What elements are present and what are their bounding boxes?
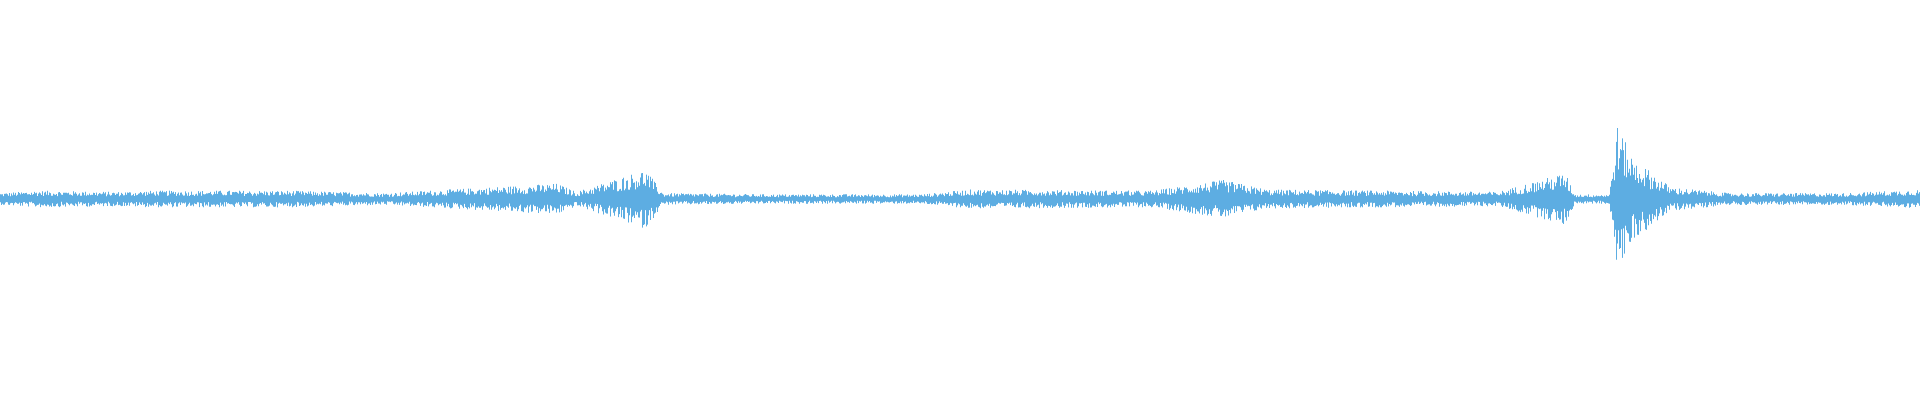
waveform-signal bbox=[0, 128, 1920, 260]
